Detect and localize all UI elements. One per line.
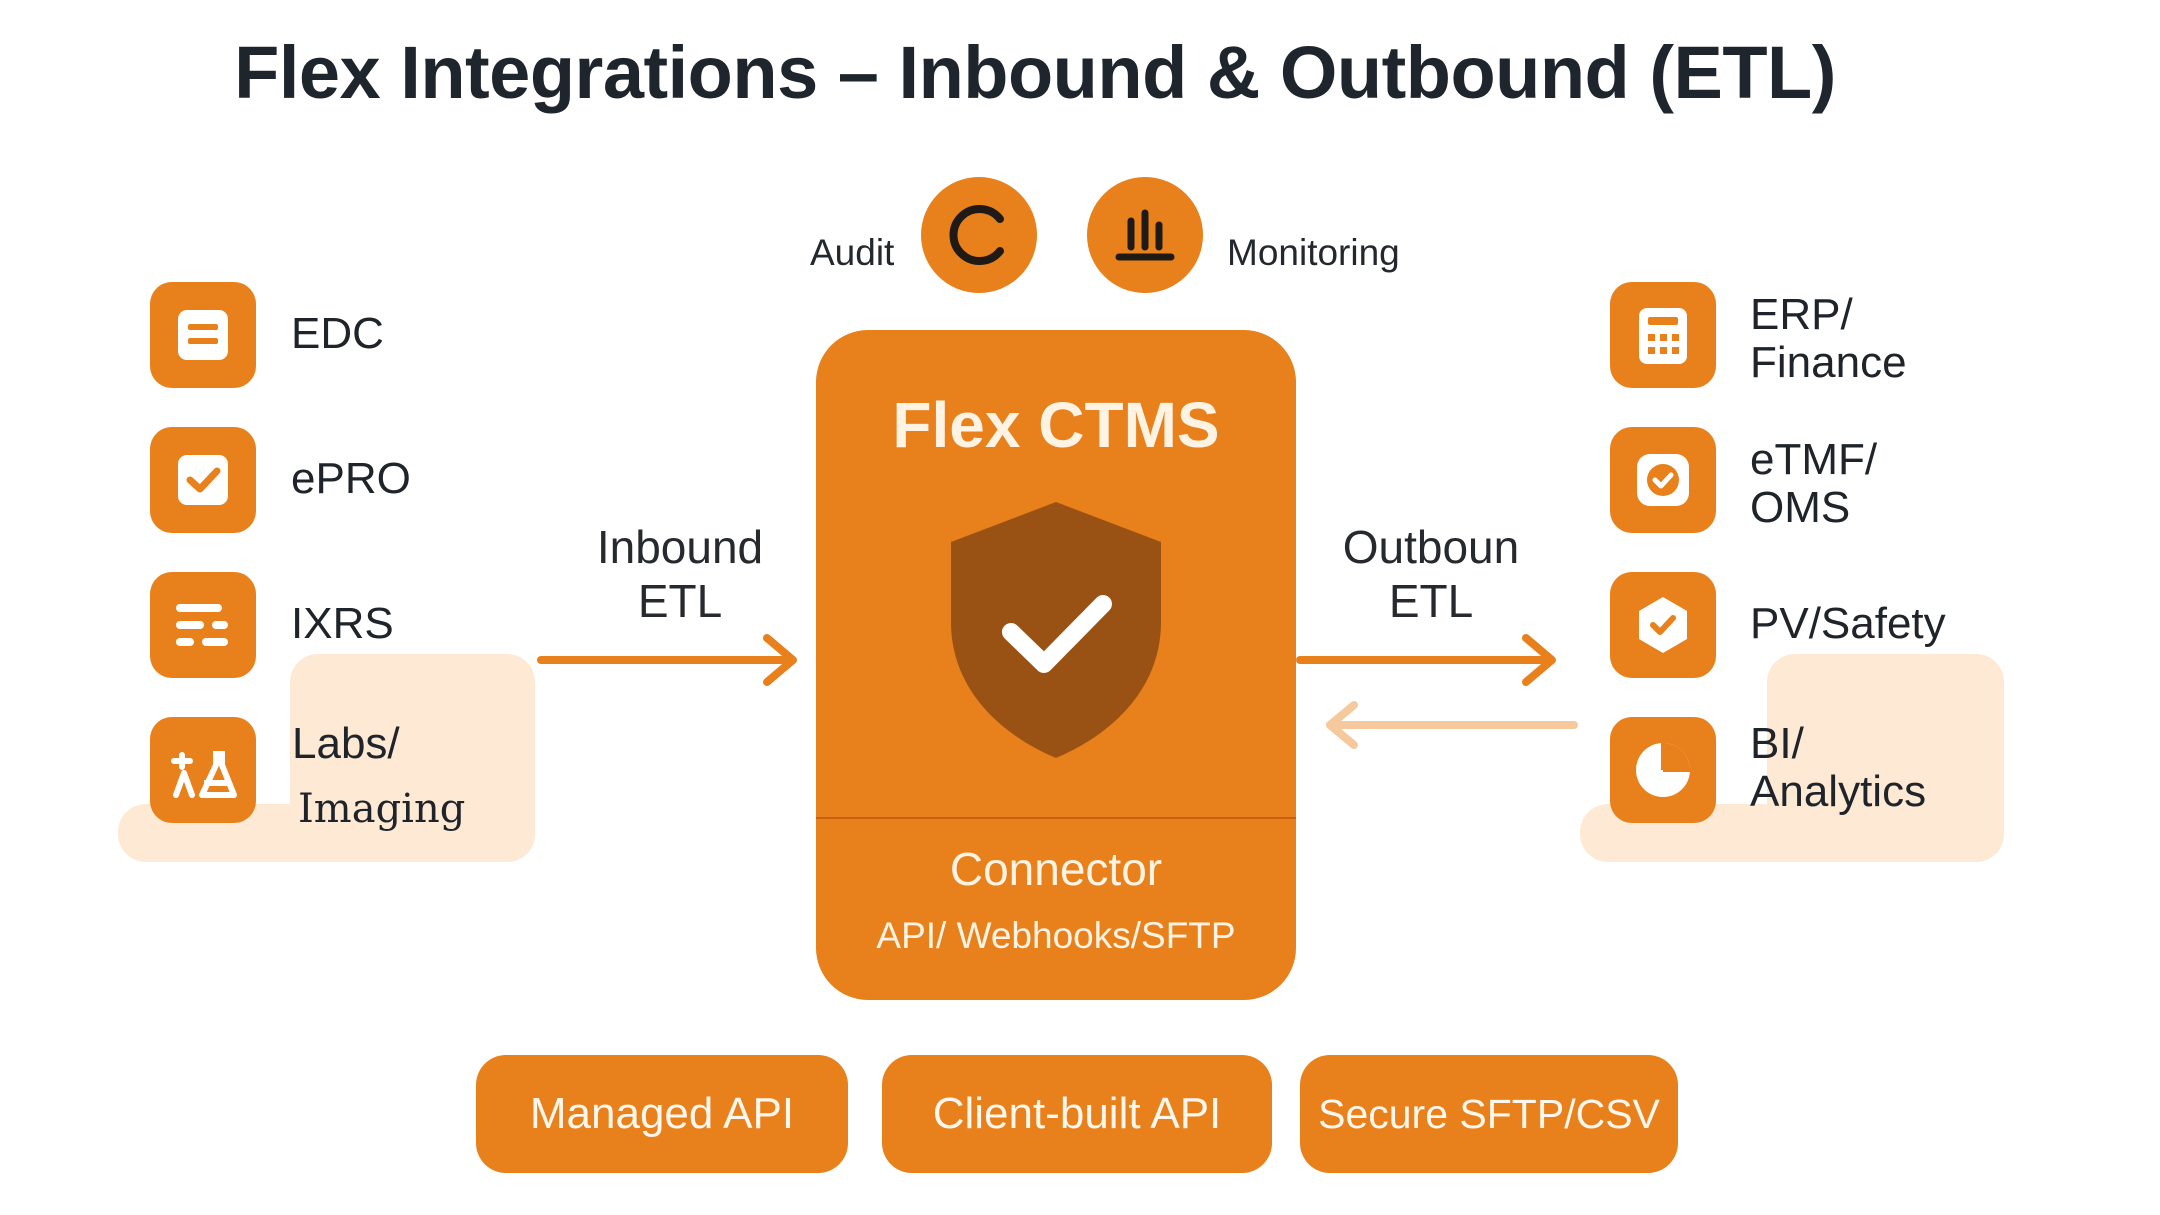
epro-tile [150,427,256,533]
form-icon [178,310,228,360]
lab-icon [171,751,237,798]
bi-tile [1610,717,1716,823]
etmf-label-line1: eTMF/ [1750,435,1878,484]
edc-label: EDC [291,309,384,358]
pv-safety-label: PV/Safety [1750,599,1946,648]
bi-label-line1: BI/ [1750,719,1804,768]
epro-label: ePRO [291,454,411,503]
outbound-flow-line2: ETL [1388,575,1474,627]
outbound-arrow [1296,634,1556,686]
audit-node [921,177,1037,293]
return-arrow [1326,701,1578,749]
labs-label-line1: Labs/ [292,719,400,768]
labs-label-line2: Imaging [298,786,466,832]
etmf-label-line2: OMS [1750,483,1851,532]
managed-api-pill[interactable]: Managed API [476,1055,848,1173]
audit-label: Audit [810,232,895,273]
ixrs-tile [150,572,256,678]
inbound-flow-label: Inbound ETL [560,520,800,628]
diagram-title: Flex Integrations – Inbound & Outbound (… [234,31,1836,114]
flex-ctms-core: Flex CTMS Connector API/ Webhooks/SFTP [816,330,1296,1000]
calculator-icon [1639,308,1687,364]
ixrs-label: IXRS [291,599,394,648]
pv-safety-tile [1610,572,1716,678]
client-built-api-pill[interactable]: Client-built API [882,1055,1272,1173]
bi-label-line2: Analytics [1750,767,1927,816]
connector-label: Connector [949,843,1163,895]
edc-tile [150,282,256,388]
monitoring-label: Monitoring [1227,232,1400,273]
connector-protocols: API/ Webhooks/SFTP [876,915,1236,956]
list-icon [176,604,228,646]
inbound-flow-line1: Inbound [596,521,764,573]
refresh-icon [949,205,1004,265]
checkbox-icon [178,455,228,505]
erp-tile [1610,282,1716,388]
badge-check-icon [1637,454,1689,506]
outbound-flow-line1: Outboun [1342,521,1520,573]
outbound-flow-label: Outboun ETL [1316,520,1546,628]
bar-chart-icon [1115,209,1175,261]
shield-check-icon [951,502,1161,758]
erp-label-line2: Finance [1750,338,1907,387]
monitoring-node [1087,177,1203,293]
erp-label-line1: ERP/ [1750,290,1853,339]
pie-chart-icon [1636,743,1690,797]
hexagon-check-icon [1639,597,1687,653]
inbound-arrow [537,634,797,686]
core-divider [816,817,1296,819]
inbound-flow-line2: ETL [637,575,723,627]
labs-tile [150,717,256,823]
secure-sftp-csv-pill[interactable]: Secure SFTP/CSV [1300,1055,1678,1173]
core-title: Flex CTMS [892,389,1220,461]
etmf-tile [1610,427,1716,533]
